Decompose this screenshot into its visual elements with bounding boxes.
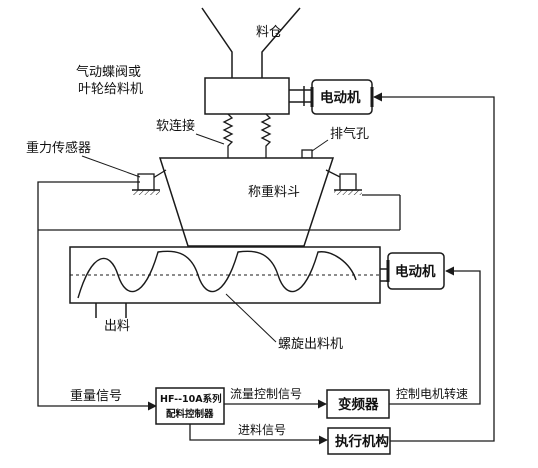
weighing-hopper xyxy=(158,157,335,247)
hopper-bin-label: 料仓 xyxy=(256,25,282,40)
feed-signal-line xyxy=(189,424,328,445)
support-frame xyxy=(38,194,401,231)
controller-label-line1: HF--10A系列 xyxy=(160,393,222,405)
feeder-label-line2: 叶轮给料机 xyxy=(78,82,143,97)
motor-speed-control-label: 控制电机转速 xyxy=(396,386,468,401)
weighing-hopper-label: 称重料斗 xyxy=(248,184,300,200)
actuator-to-top-motor-line xyxy=(373,92,495,442)
soft-connection-label: 软连接 xyxy=(156,118,195,134)
soft-connection-springs xyxy=(222,113,272,158)
weight-signal-label: 重量信号 xyxy=(70,388,122,404)
top-motor-label: 电动机 xyxy=(320,89,361,106)
gravity-sensor-label: 重力传感器 xyxy=(26,140,91,156)
motor-speed-control-line xyxy=(389,266,481,405)
actuator-label: 执行机构 xyxy=(335,433,389,450)
inverter-label: 变频器 xyxy=(338,396,379,413)
vent-hole-leader xyxy=(311,139,329,152)
flow-control-signal-label: 流量控制信号 xyxy=(230,387,302,401)
gravity-sensor-leader xyxy=(81,155,141,178)
hopper-bin xyxy=(201,7,301,78)
feed-signal-label: 进料信号 xyxy=(238,423,286,437)
vent-hole xyxy=(301,149,313,159)
screw-discharger-label: 螺旋出料机 xyxy=(278,337,343,352)
top-motor-shaft xyxy=(289,86,312,106)
outlet xyxy=(95,303,127,318)
gravity-sensor-left xyxy=(132,169,167,195)
feeder-box xyxy=(204,77,290,115)
feeder-label: 气动蝶阀或 xyxy=(76,64,141,80)
gravity-sensor-right xyxy=(325,169,362,195)
vent-hole-label: 排气孔 xyxy=(330,126,369,142)
screw-discharger-leader xyxy=(225,293,277,343)
weight-signal-line xyxy=(37,181,157,411)
soft-connection-leader xyxy=(195,133,225,145)
batching-controller xyxy=(155,387,225,425)
screw-helix xyxy=(77,250,357,299)
actuator xyxy=(327,427,391,455)
screw-motor-label: 电动机 xyxy=(395,263,436,280)
controller-label-line2: 配料控制器 xyxy=(166,408,214,420)
outlet-label: 出料 xyxy=(104,319,130,334)
